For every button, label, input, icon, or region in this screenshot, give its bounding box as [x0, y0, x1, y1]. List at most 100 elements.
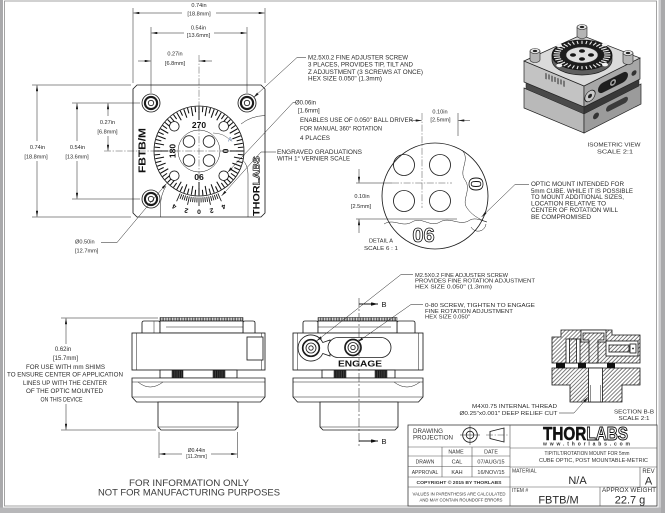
note-line: FOR USE WITH mm SHIMS — [26, 365, 105, 371]
dial-tick — [183, 184, 188, 193]
optic-mount-hole — [182, 135, 196, 148]
dial-tick — [236, 160, 243, 164]
dim-hole-offset-vertical: 0.10in [2.5mm] — [351, 169, 457, 233]
iso-optic-mount-hole — [579, 49, 585, 53]
iso-dial-tick — [576, 65, 579, 70]
weight-label: APPROX WEIGHT — [602, 488, 656, 494]
leader-line — [227, 102, 296, 173]
dial-tick — [173, 182, 178, 188]
dial-tick — [162, 172, 168, 177]
dial-tick — [158, 131, 164, 135]
leader-line — [221, 151, 276, 197]
revision-label: REV — [642, 469, 654, 475]
dimension-value-mm: [18.8mm] — [24, 155, 48, 161]
iso-dial-tick — [563, 43, 569, 47]
note-dimension-inch: Ø0.06in — [295, 100, 316, 106]
ball-seat-relief — [393, 381, 421, 388]
ball-driver-hole — [169, 121, 180, 132]
iso-base-slot — [606, 96, 628, 112]
iso-dial-tick — [553, 51, 561, 54]
note-line: 4 PLACES — [300, 136, 330, 142]
dim-screw-spacing-height: 0.54in [13.6mm] — [65, 102, 140, 200]
vernier-label: 0 — [197, 208, 201, 215]
section-label: B — [382, 300, 387, 309]
dim-screw-to-center-height: 0.27in [6.8mm] — [97, 103, 118, 151]
rounding-note-line: VALUES IN PARENTHESIS ARE CALCULATED — [413, 492, 506, 497]
shim — [333, 370, 347, 379]
brand-engraving-outline: LABS — [251, 156, 262, 185]
dial-knurl — [159, 317, 244, 322]
break-line-right — [461, 149, 488, 223]
title-block: DRAWING PROJECTION NAME DATE DRAWN CAL 0… — [407, 424, 658, 507]
logo-outline-part: LABS — [586, 424, 628, 444]
dial-tick — [236, 138, 243, 142]
weight-value: 22.7 g — [615, 494, 646, 506]
vernier-tick — [179, 194, 183, 200]
base-plate — [131, 377, 266, 403]
vernier-tick — [185, 195, 188, 201]
dial-tick — [233, 142, 243, 146]
dimension-value-inch: Ø0.50in — [75, 239, 95, 245]
brand-engraving-solid: THOR — [251, 185, 262, 216]
dimension-value-inch: 0.27in — [167, 51, 182, 57]
rounding-note-line: AND MAY CONTAIN ROUNDOFF ERRORS — [420, 497, 503, 502]
note-engage-screw: 0-80 SCREW, TIGHTEN TO ENGAGE FINE ROTAT… — [357, 303, 535, 343]
drawing-border — [4, 0, 657, 507]
detail-callout-label: A — [228, 137, 233, 144]
note-line: ENGRAVED GRADUATIONS — [277, 150, 362, 156]
top-view: 270 0 90 180 4 2 0 2 4 FBTB/M THORLABS A — [24, 3, 423, 254]
base-plate — [292, 377, 424, 403]
dial-tick — [190, 107, 194, 117]
iso-dial-tick — [571, 41, 575, 45]
dial-tick — [232, 135, 241, 140]
dimension-value-inch: 0.10in — [354, 194, 369, 200]
dimension-value-inch: 0.74in — [30, 145, 45, 151]
iso-optic-mount-hole — [579, 57, 585, 61]
detail-a-callout: A — [212, 132, 233, 144]
iso-optic-mount-hole — [588, 53, 594, 57]
ball-driver-hole — [218, 170, 229, 181]
note-line: ENABLES USE OF 0.050" BALL DRIVER — [300, 118, 414, 124]
projection-label: PROJECTION — [413, 436, 453, 442]
note-line: 3 PLACES, PROVIDES TIP, TILT AND — [308, 63, 414, 69]
dim-screw-to-center-width: 0.27in [6.8mm] — [138, 51, 212, 67]
dimension-value-inch: 0.74in — [191, 3, 206, 9]
dial-tick — [215, 110, 219, 116]
note-line: Z ADJUSTMENT (3 SCREWS AT ONCE) — [308, 70, 423, 76]
copyright-notice: COPYRIGHT © 2015 BY THORLABS — [417, 480, 502, 485]
vernier-label: 2 — [184, 206, 189, 214]
detail-callout-arc — [212, 132, 232, 142]
detail-scale: SCALE 6 : 1 — [364, 246, 398, 252]
adjuster-screw-cap — [302, 320, 319, 333]
disclaimer-line: FOR INFORMATION ONLY — [129, 478, 249, 488]
dial-tick — [208, 188, 212, 195]
header-date: DATE — [484, 450, 498, 456]
disclaimer: FOR INFORMATION ONLY NOT FOR MANUFACTURI… — [98, 478, 280, 498]
view-scale: SCALE 2:1 — [597, 149, 633, 155]
iso-dial-tick — [559, 61, 566, 65]
dial-label-left: 180 — [168, 144, 178, 158]
shim — [171, 370, 184, 379]
vernier-tick — [181, 194, 185, 200]
dimension-value-mm: [18.8mm] — [187, 12, 211, 18]
title-block-grid — [408, 425, 657, 506]
note-adjuster-screws: M2.5X0.2 FINE ADJUSTER SCREW 3 PLACES, P… — [253, 56, 423, 98]
vernier-tick — [208, 196, 211, 205]
dial-tick — [155, 156, 165, 160]
iso-ball-driver-hole — [556, 43, 562, 48]
dimension-value-inch: 0.27in — [100, 120, 115, 126]
dial-tick — [183, 109, 188, 118]
note-line: HEX SIZE 0.050" (1.3mm) — [308, 77, 382, 83]
dial-tick — [232, 162, 241, 167]
section-dial — [582, 332, 605, 364]
iso-dial-tick — [576, 40, 579, 45]
dial-tick — [155, 142, 165, 146]
optic-mount-hole — [393, 190, 415, 212]
vernier-tick — [204, 197, 206, 203]
approval-date: 16/NOV/15 — [477, 470, 504, 476]
vernier-tick — [212, 195, 215, 201]
dimension-value-inch: 0.54in — [191, 26, 206, 32]
dim-overall-height: 0.74in [18.8mm] — [24, 84, 131, 218]
dial-tick — [234, 131, 240, 135]
dial-tick — [210, 184, 215, 193]
